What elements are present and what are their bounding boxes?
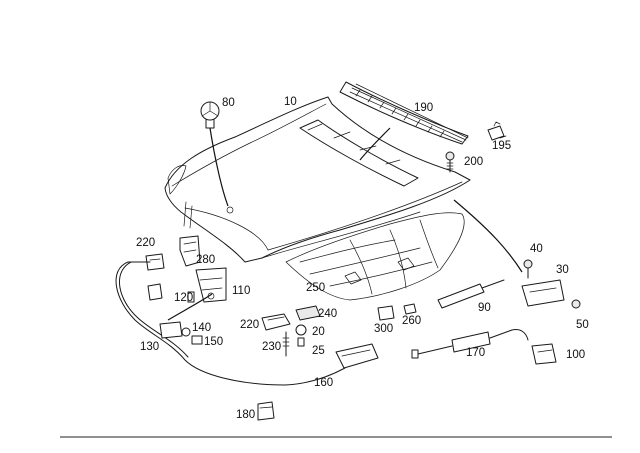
callout-30: 30 <box>556 264 569 276</box>
callout-120: 120 <box>174 292 193 304</box>
clip-300 <box>377 305 395 321</box>
clip-260 <box>403 303 417 315</box>
hood-insulation-underside <box>285 212 465 301</box>
star-emblem <box>200 101 220 129</box>
callout-80: 80 <box>222 97 235 109</box>
callout-130: 130 <box>140 341 159 353</box>
callout-10: 10 <box>284 96 297 108</box>
vent-grille <box>339 81 469 145</box>
callout-40: 40 <box>530 243 543 255</box>
callout-150: 150 <box>204 336 223 348</box>
callout-280: 280 <box>196 254 215 266</box>
callout-180: 180 <box>236 409 255 421</box>
hood-hinge <box>179 235 227 303</box>
release-cable <box>115 261 346 386</box>
callout-220-upper: 220 <box>136 237 155 249</box>
latch-140 <box>181 327 203 345</box>
callout-260: 260 <box>402 315 421 327</box>
callout-190: 190 <box>414 102 433 114</box>
callout-25: 25 <box>312 345 325 357</box>
callout-20: 20 <box>312 326 325 338</box>
callout-90: 90 <box>478 302 491 314</box>
callout-220-lower: 220 <box>240 319 259 331</box>
callout-160: 160 <box>314 377 333 389</box>
clip-195 <box>487 121 507 141</box>
callout-230: 230 <box>262 341 281 353</box>
clip-180 <box>257 401 275 421</box>
callout-200: 200 <box>464 156 483 168</box>
hood-panel <box>164 96 471 263</box>
release-handle <box>335 343 379 369</box>
callout-170: 170 <box>466 347 485 359</box>
latch-100 <box>531 343 557 365</box>
sensor-cable <box>411 329 529 359</box>
callout-140: 140 <box>192 322 211 334</box>
lock-assembly <box>261 305 321 357</box>
callout-100: 100 <box>566 349 585 361</box>
callout-195: 195 <box>492 140 511 152</box>
callout-50: 50 <box>576 319 589 331</box>
cable-bracket-upper <box>145 253 165 301</box>
pointer-arrows <box>167 127 523 321</box>
callout-300: 300 <box>374 323 393 335</box>
hinge-right <box>521 259 581 309</box>
callout-250: 250 <box>306 282 325 294</box>
screw-200 <box>445 151 455 173</box>
callout-110: 110 <box>232 285 250 297</box>
callout-240: 240 <box>318 308 337 320</box>
gas-strut <box>437 279 505 309</box>
